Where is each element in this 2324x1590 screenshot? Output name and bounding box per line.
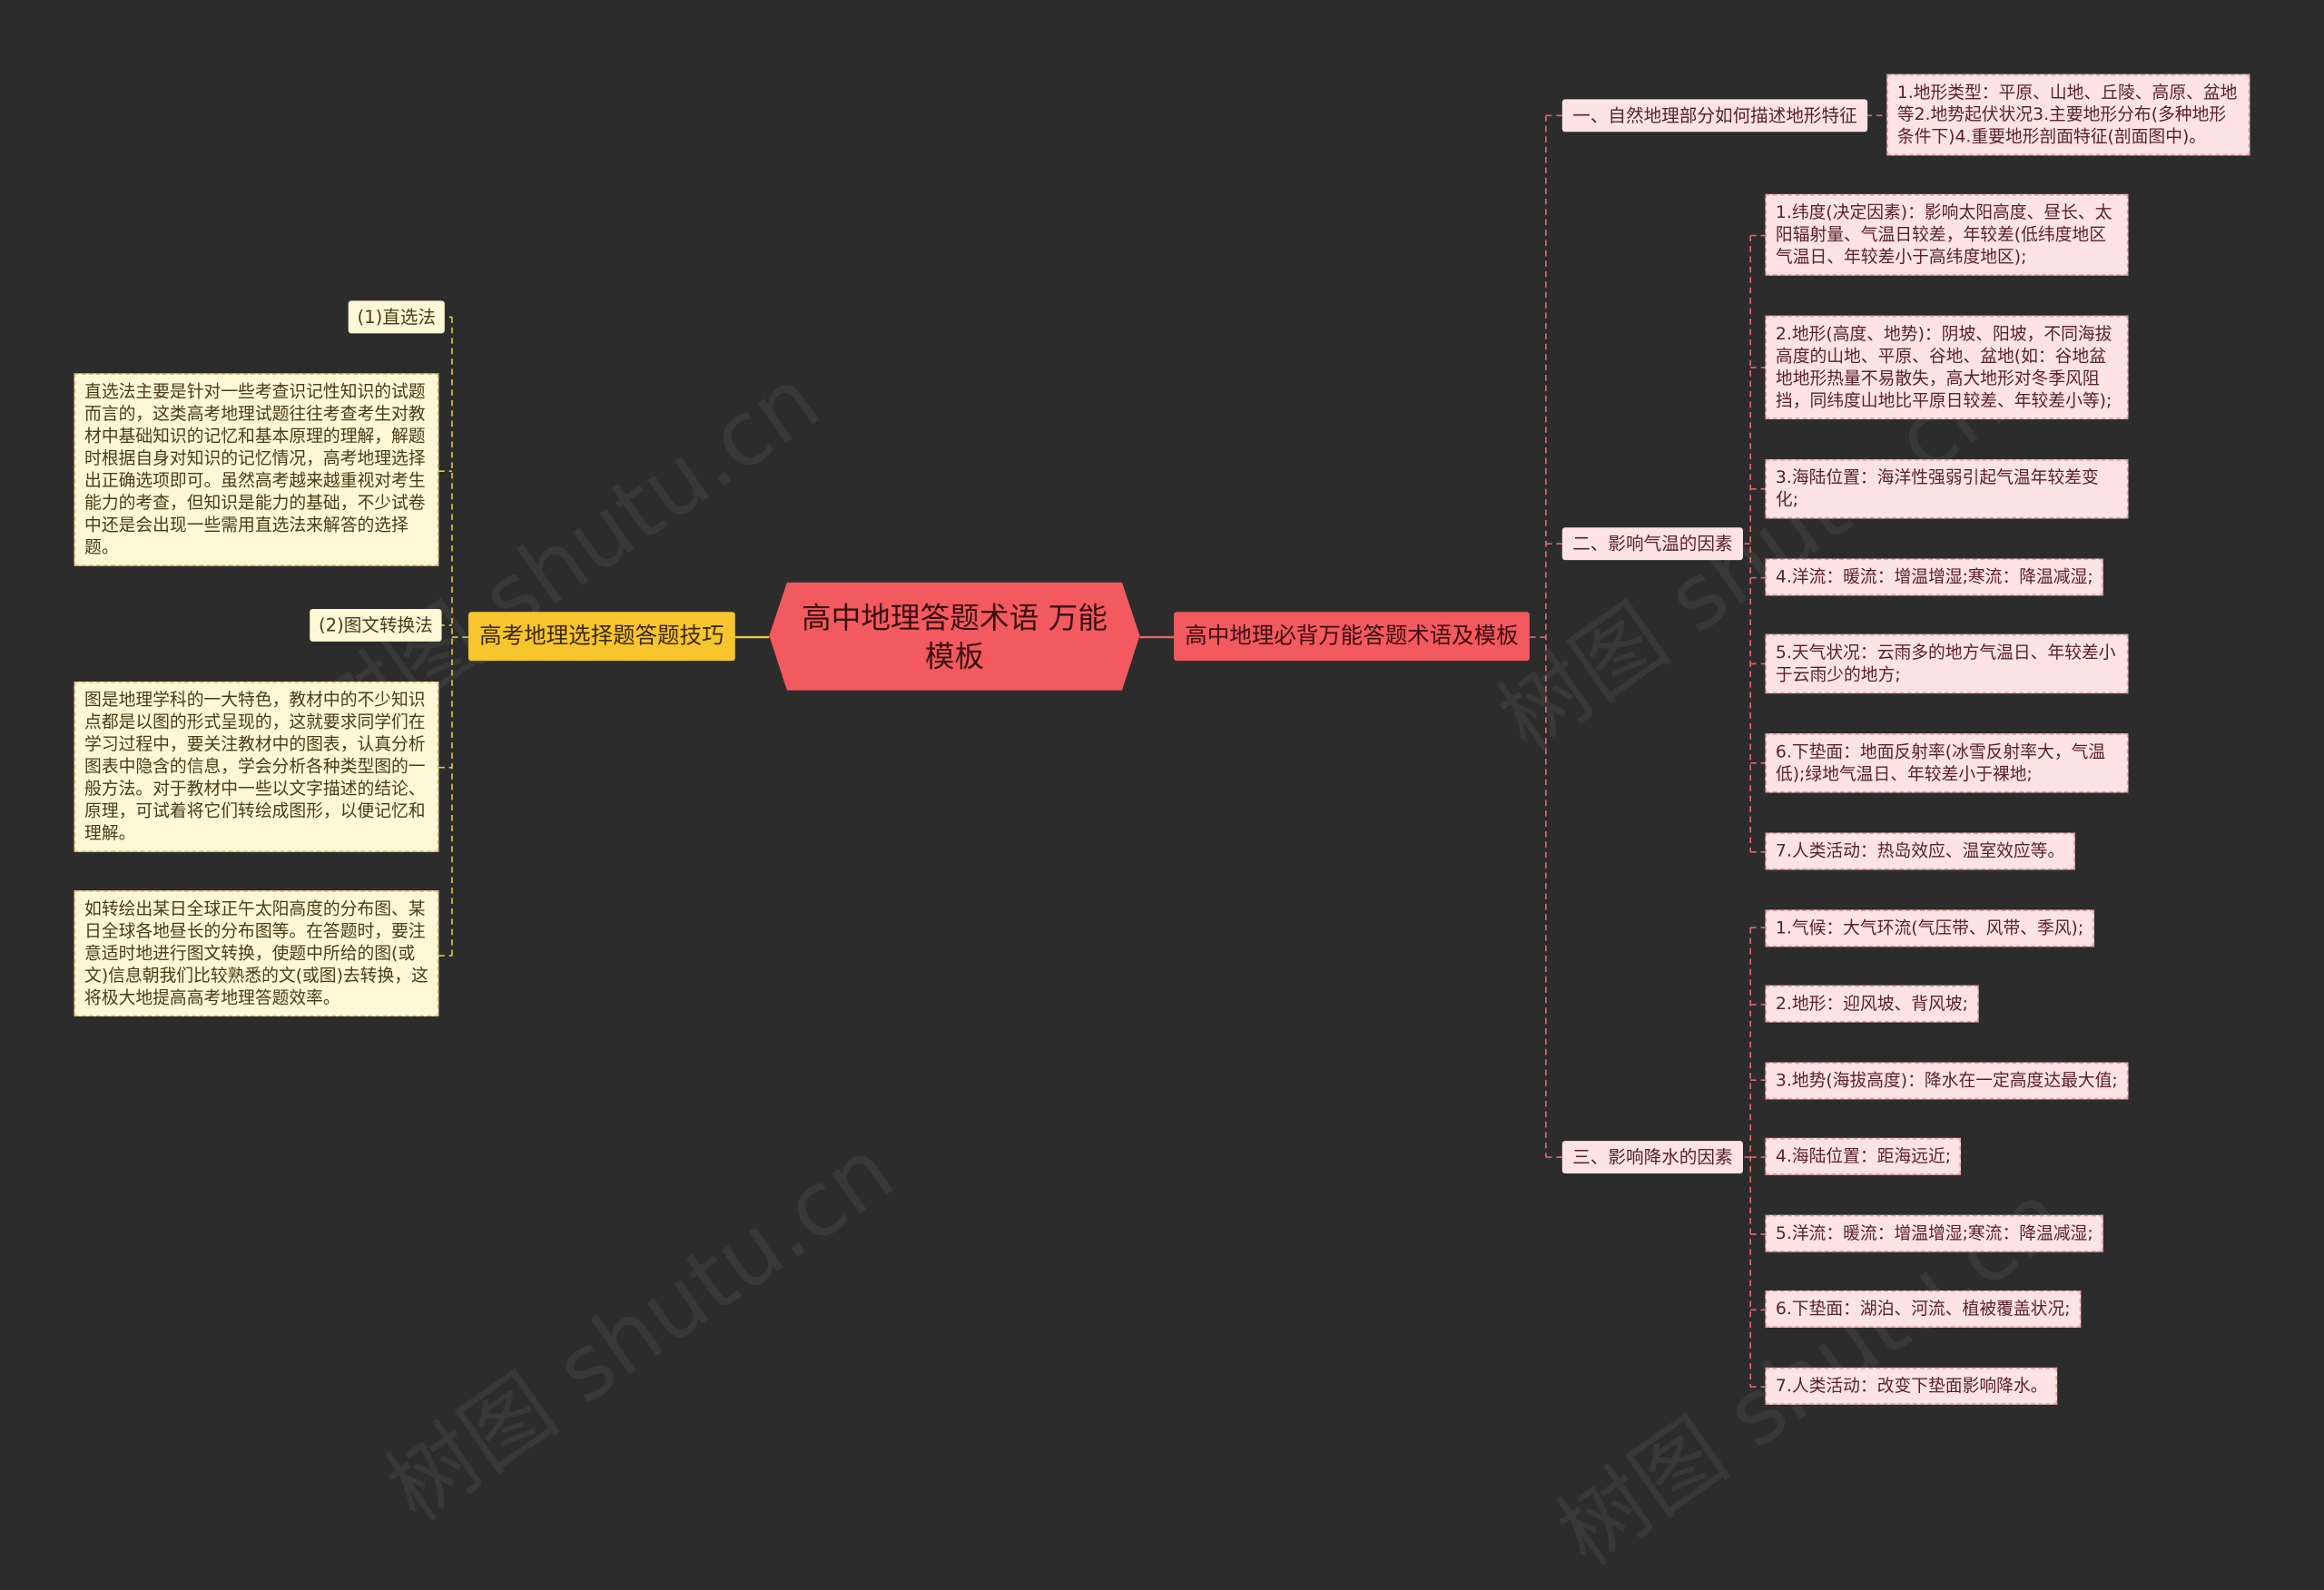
- left-item-graph-conversion-example[interactable]: 如转绘出某日全球正午太阳高度的分布图、某日全球各地昼长的分布图等。在答题时，要注…: [74, 890, 439, 1016]
- right-section-temperature[interactable]: 二、影响气温的因素: [1561, 527, 1744, 561]
- mind-map-canvas: 树图 shutu.cn 树图 shutu.cn 树图 shutu.cn 树图 s…: [74, 74, 2250, 1586]
- right-branch-topic[interactable]: 高中地理必背万能答题术语及模板: [1174, 612, 1530, 662]
- temperature-factor-item[interactable]: 1.纬度(决定因素)：影响太阳高度、昼长、太阳辐射量、气温日较差，年较差(低纬度…: [1765, 193, 2129, 276]
- right-section-landform-detail[interactable]: 1.地形类型：平原、山地、丘陵、高原、盆地等2.地势起伏状况3.主要地形分布(多…: [1886, 74, 2250, 156]
- right-section-landform[interactable]: 一、自然地理部分如何描述地形特征: [1561, 99, 1868, 132]
- left-item-graph-conversion-detail[interactable]: 图是地理学科的一大特色，教材中的不少知识点都是以图的形式呈现的，这就要求同学们在…: [74, 682, 439, 852]
- left-branch-topic[interactable]: 高考地理选择题答题技巧: [468, 612, 735, 662]
- left-item-direct-method-detail[interactable]: 直选法主要是针对一些考查识记性知识的试题而言的，这类高考地理试题往往考查考生对教…: [74, 373, 439, 566]
- left-item-graph-conversion[interactable]: (2)图文转换法: [310, 609, 442, 642]
- connector-lines: [438, 114, 1887, 1388]
- temperature-factor-item[interactable]: 6.下垫面：地面反射率(冰雪反射率大，气温低);绿地气温日、年较差小于裸地;: [1765, 733, 2129, 793]
- precipitation-factor-item[interactable]: 2.地形：迎风坡、背风坡;: [1765, 985, 1979, 1023]
- temperature-factor-item[interactable]: 3.海陆位置：海洋性强弱引起气温年较差变化;: [1765, 459, 2129, 519]
- root-topic-label: 高中地理答题术语 万能模板: [801, 599, 1108, 674]
- root-topic[interactable]: 高中地理答题术语 万能模板: [769, 582, 1140, 691]
- left-item-direct-method[interactable]: (1)直选法: [348, 300, 445, 334]
- precipitation-factor-item[interactable]: 5.洋流：暖流：增温增湿;寒流：降温减湿;: [1765, 1214, 2104, 1252]
- temperature-factor-item[interactable]: 4.洋流：暖流：增温增湿;寒流：降温减湿;: [1765, 558, 2104, 596]
- precipitation-factor-item[interactable]: 3.地势(海拔高度)：降水在一定高度达最大值;: [1765, 1062, 2129, 1100]
- temperature-factor-item[interactable]: 7.人类活动：热岛效应、温室效应等。: [1765, 832, 2075, 870]
- right-section-precipitation[interactable]: 三、影响降水的因素: [1561, 1141, 1744, 1174]
- precipitation-factor-item[interactable]: 7.人类活动：改变下垫面影响降水。: [1765, 1367, 2058, 1405]
- temperature-factor-item[interactable]: 2.地形(高度、地势)：阴坡、阳坡，不同海拔高度的山地、平原、谷地、盆地(如：谷…: [1765, 315, 2129, 420]
- precipitation-factor-item[interactable]: 6.下垫面：湖泊、河流、植被覆盖状况;: [1765, 1291, 2082, 1328]
- temperature-factor-item[interactable]: 5.天气状况：云雨多的地方气温日、年较差小于云雨少的地方;: [1765, 633, 2129, 694]
- precipitation-factor-item[interactable]: 1.气候：大气环流(气压带、风带、季风);: [1765, 909, 2094, 947]
- precipitation-factor-item[interactable]: 4.海陆位置：距海远近;: [1765, 1137, 1962, 1175]
